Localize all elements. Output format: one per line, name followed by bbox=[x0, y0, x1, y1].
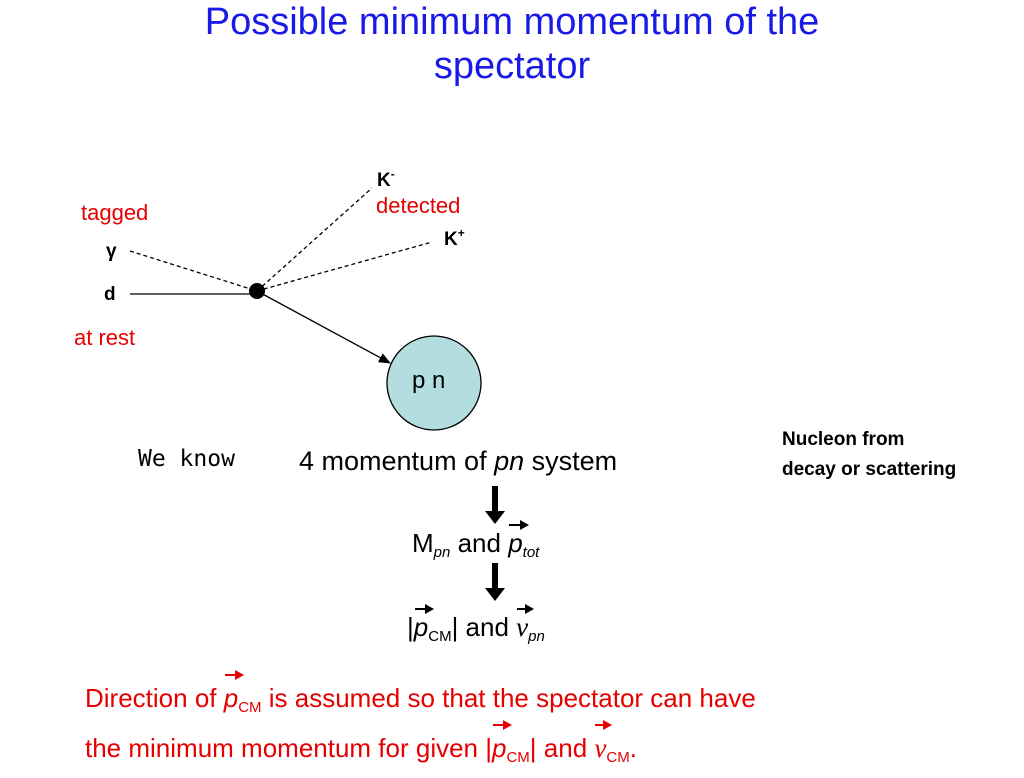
detected-label: detected bbox=[376, 193, 461, 218]
direction-note: Direction of pCM is assumed so that the … bbox=[85, 670, 756, 778]
nucleon-note-line-1: Nucleon from bbox=[782, 429, 905, 450]
page-title: Possible minimum momentum of the spectat… bbox=[0, 0, 1024, 88]
at-rest-label: at rest bbox=[74, 325, 136, 350]
title-line-2: spectator bbox=[433, 45, 591, 87]
tagged-label: tagged bbox=[81, 200, 149, 225]
k-plus-line bbox=[256, 241, 433, 292]
gamma-label: γ bbox=[106, 241, 117, 262]
pcm-velocity-line: |pCM| and vpn bbox=[407, 604, 545, 645]
deuteron-label: d bbox=[104, 284, 116, 305]
k-minus-label: K- bbox=[377, 167, 395, 191]
nucleon-note: Nucleon from decay or scattering bbox=[782, 425, 956, 485]
four-momentum-line: 4 momentum of pn system bbox=[299, 446, 618, 476]
pn-circle bbox=[386, 335, 482, 431]
pn-arrow-line bbox=[256, 290, 391, 364]
gamma-line bbox=[129, 250, 258, 292]
we-know-label: We know bbox=[138, 446, 235, 472]
mass-momentum-line: Mpn and ptot bbox=[412, 520, 540, 561]
down-arrow-2 bbox=[485, 563, 505, 601]
k-minus-line bbox=[256, 187, 373, 292]
title-line-1: Possible minimum momentum of the bbox=[204, 1, 820, 43]
k-plus-label: K+ bbox=[444, 226, 465, 250]
pn-circle-label: p n bbox=[412, 367, 446, 394]
vertex-dot bbox=[249, 283, 265, 299]
direction-note-line-1: Direction of pCM is assumed so that the … bbox=[85, 670, 756, 728]
down-arrow-1 bbox=[485, 486, 505, 524]
nucleon-note-line-2: decay or scattering bbox=[782, 459, 957, 480]
direction-note-line-2: the minimum momentum for given |pCM| and… bbox=[85, 720, 756, 778]
